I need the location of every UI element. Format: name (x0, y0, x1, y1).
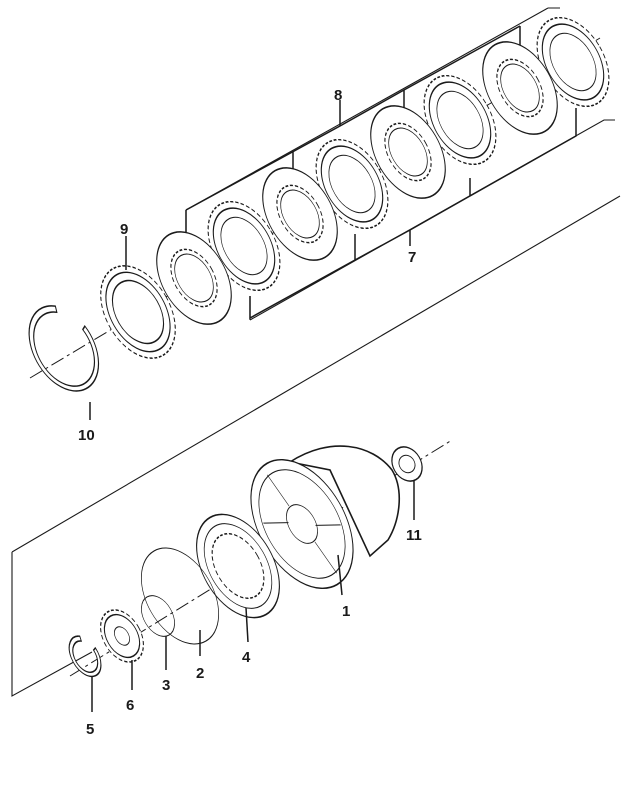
callout-8: 8 (334, 87, 342, 104)
callout-5: 5 (86, 721, 94, 738)
steel-plate-3 (262, 167, 338, 261)
thrust-washer (391, 446, 423, 482)
friction-plate-2 (423, 74, 497, 166)
steel-plate-4 (156, 231, 232, 325)
piston (196, 513, 280, 619)
callout-9: 9 (120, 221, 128, 238)
callout-3: 3 (162, 677, 170, 694)
clutch-drum (250, 445, 401, 596)
leader-4 (245, 607, 249, 643)
steel-plate-1 (482, 41, 558, 135)
leader-7-bracket (249, 108, 577, 320)
friction-plate-4 (207, 200, 281, 292)
callout-11: 11 (406, 527, 422, 544)
leader-1 (337, 554, 343, 596)
leader-8-bracket (185, 25, 521, 232)
callout-6: 6 (126, 697, 134, 714)
return-spring-assembly (100, 609, 144, 663)
friction-plate-1 (536, 16, 610, 108)
callout-2: 2 (196, 665, 204, 682)
callout-4: 4 (242, 649, 251, 666)
drum-body-back (287, 445, 401, 558)
lower-frame-left (11, 195, 621, 697)
callout-7: 7 (408, 249, 416, 266)
large-snap-ring (28, 305, 100, 392)
outer-seal (140, 547, 220, 645)
small-snap-ring (68, 635, 102, 678)
pressure-plate (100, 265, 176, 359)
callout-10: 10 (78, 427, 95, 444)
inner-seal (141, 595, 175, 637)
callout-1: 1 (342, 603, 350, 620)
steel-plate-2 (370, 105, 446, 199)
